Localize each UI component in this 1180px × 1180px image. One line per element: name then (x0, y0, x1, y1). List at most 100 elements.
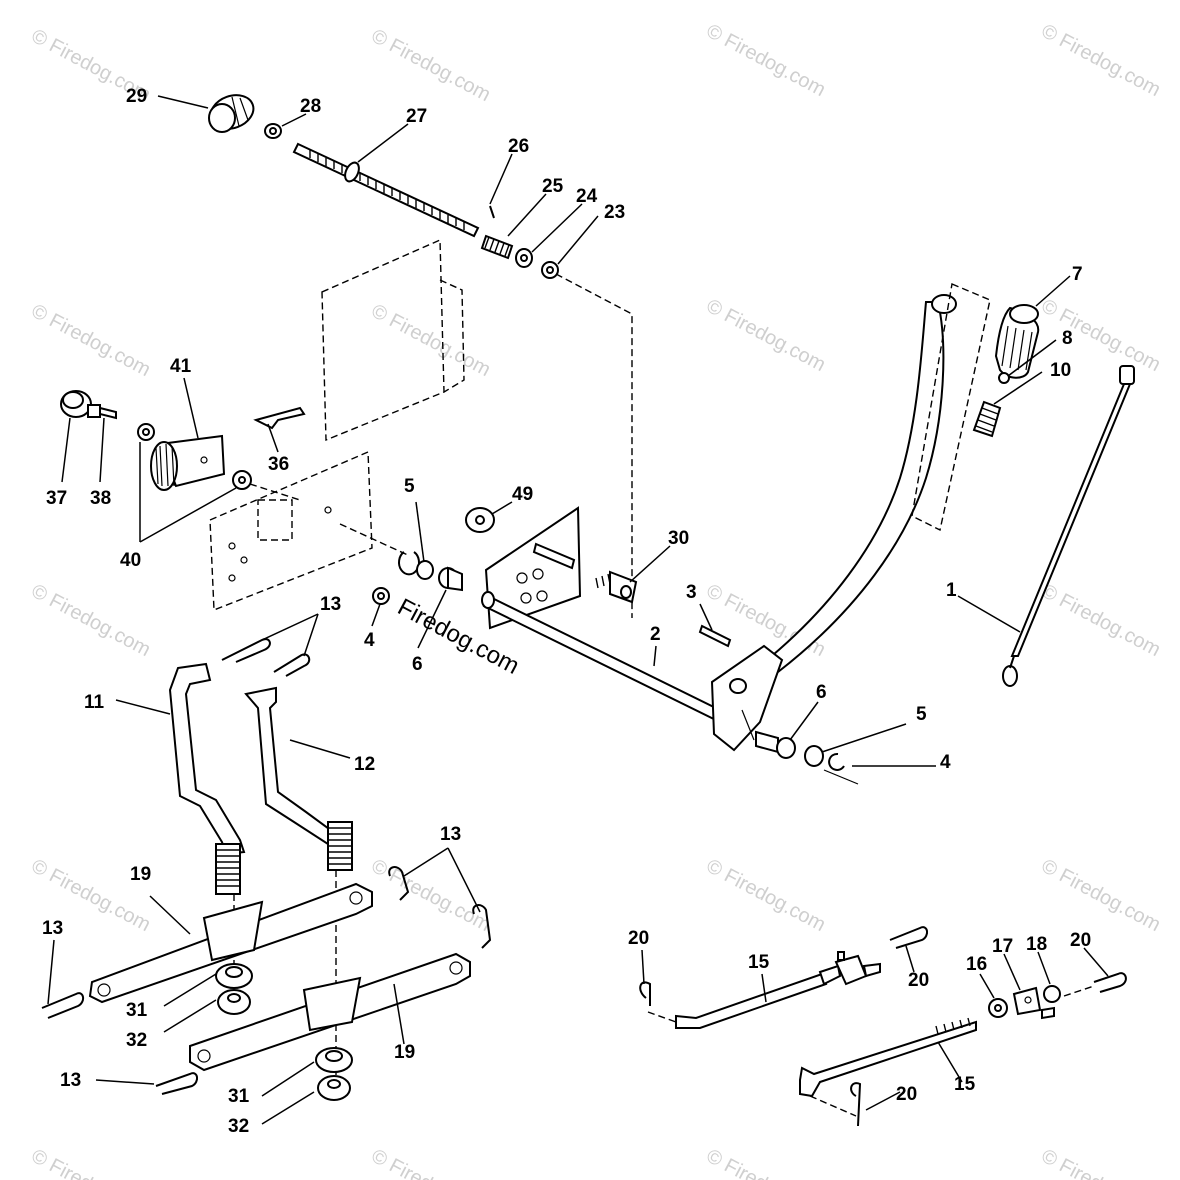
callout-5: 5 (916, 704, 927, 725)
ball-8 (998, 372, 1010, 384)
pin-3 (698, 624, 732, 648)
callout-19: 19 (130, 864, 151, 885)
bracket-36 (253, 406, 306, 430)
callout-12: 12 (354, 754, 375, 775)
hairpin-clip-13-e (41, 992, 84, 1019)
hairpin-clip-13-f (155, 1072, 198, 1095)
callout-26: 26 (508, 136, 529, 157)
callout-36: 36 (268, 454, 289, 475)
shaft-axis (823, 769, 859, 785)
watermark: © Firedog.com (703, 855, 829, 936)
spacer-31-a (215, 963, 253, 989)
watermark: © Firedog.com (368, 1145, 494, 1180)
trunnion-30 (595, 570, 638, 604)
watermark: © Firedog.com (28, 1145, 154, 1180)
callout-31: 31 (126, 1000, 148, 1021)
watermark: © Firedog.com (368, 25, 494, 106)
cotter-pin-26 (489, 205, 495, 219)
callout-18: 18 (1026, 934, 1047, 955)
assembly-line (555, 273, 633, 618)
callout-29: 29 (126, 86, 147, 107)
callout-27: 27 (406, 106, 427, 127)
adjust-knob-29 (208, 94, 255, 133)
watermark: © Firedog.com (28, 580, 154, 661)
threaded-rod-27 (292, 142, 480, 238)
e-clip-4-b (828, 752, 845, 771)
callout-31: 31 (228, 1086, 250, 1107)
nut-28 (264, 123, 282, 139)
callout-20: 20 (896, 1084, 917, 1105)
nut-16 (988, 998, 1008, 1018)
callout-32: 32 (126, 1030, 147, 1051)
callout-17: 17 (992, 936, 1013, 957)
mounting-plate-dashed (209, 450, 373, 612)
hairpin-clip-13-d (472, 904, 492, 949)
bushing-6-b (755, 730, 796, 759)
callout-15: 15 (748, 952, 770, 973)
callout-2: 2 (650, 624, 661, 645)
callout-40: 40 (120, 550, 141, 571)
washer-5-a (398, 551, 434, 580)
spring-10 (972, 400, 1002, 438)
washer-24 (515, 248, 533, 268)
callout-6: 6 (412, 654, 423, 675)
hairpin-clip-13-b (273, 653, 311, 677)
callout-30: 30 (668, 528, 689, 549)
callout-49: 49 (512, 484, 533, 505)
callout-16: 16 (966, 954, 987, 975)
washer-5-b (804, 745, 824, 767)
mounting-bracket (484, 506, 582, 630)
callout-8: 8 (1062, 328, 1073, 349)
cap-37 (60, 390, 92, 418)
e-clip-4-a (372, 587, 390, 605)
nut-32-a (217, 989, 251, 1015)
link-rod-15-b (799, 1017, 977, 1098)
washer-40-b (232, 470, 252, 490)
bushing-6-a (438, 566, 463, 592)
callout-20: 20 (1070, 930, 1091, 951)
watermark: © Firedog.com (1038, 580, 1164, 661)
lift-link-12 (244, 686, 353, 871)
watermark: © Firedog.com (703, 1145, 829, 1180)
callout-6: 6 (816, 682, 827, 703)
callout-7: 7 (1072, 264, 1083, 285)
callout-23: 23 (604, 202, 625, 223)
callout-37: 37 (46, 488, 67, 509)
rod-1 (1002, 365, 1135, 687)
trunnion-17 (1012, 986, 1042, 1016)
callout-3: 3 (686, 582, 697, 603)
clip-20-d (850, 1082, 862, 1127)
watermark: © Firedog.com (1038, 1145, 1164, 1180)
watermark: © Firedog.com (368, 300, 494, 381)
assembly-line (809, 1095, 857, 1117)
watermark: © Firedog.com (28, 300, 154, 381)
bolt-38 (87, 404, 117, 420)
hairpin-clip-13-c (388, 866, 410, 901)
link-rod-15-a (675, 964, 842, 1029)
assembly-line (249, 483, 301, 501)
callout-15: 15 (954, 1074, 976, 1095)
clip-20-a (639, 981, 651, 1006)
watermark: © Firedog.com (703, 295, 829, 376)
watermark: © Firedog.com (703, 20, 829, 101)
callout-10: 10 (1050, 360, 1071, 381)
callout-labels: 29 28 27 26 25 24 23 7 8 10 41 37 38 40 … (42, 86, 1091, 1137)
leader-lines (47, 95, 1109, 1125)
spring-25 (480, 234, 514, 260)
callout-28: 28 (300, 96, 321, 117)
spacer-31-b (315, 1047, 353, 1073)
callout-11: 11 (84, 692, 105, 713)
watermark: © Firedog.com (1038, 855, 1164, 936)
callout-13: 13 (320, 594, 341, 615)
lift-arm-19-a (88, 882, 373, 1004)
lift-link-11 (168, 662, 246, 895)
callout-5: 5 (404, 476, 415, 497)
callout-13: 13 (42, 918, 63, 939)
lift-arm-19-b (189, 952, 471, 1072)
assembly-line (647, 1011, 677, 1023)
callout-20: 20 (628, 928, 649, 949)
washer-49 (465, 507, 495, 533)
frame-panel-dashed (321, 238, 465, 442)
callout-38: 38 (90, 488, 111, 509)
